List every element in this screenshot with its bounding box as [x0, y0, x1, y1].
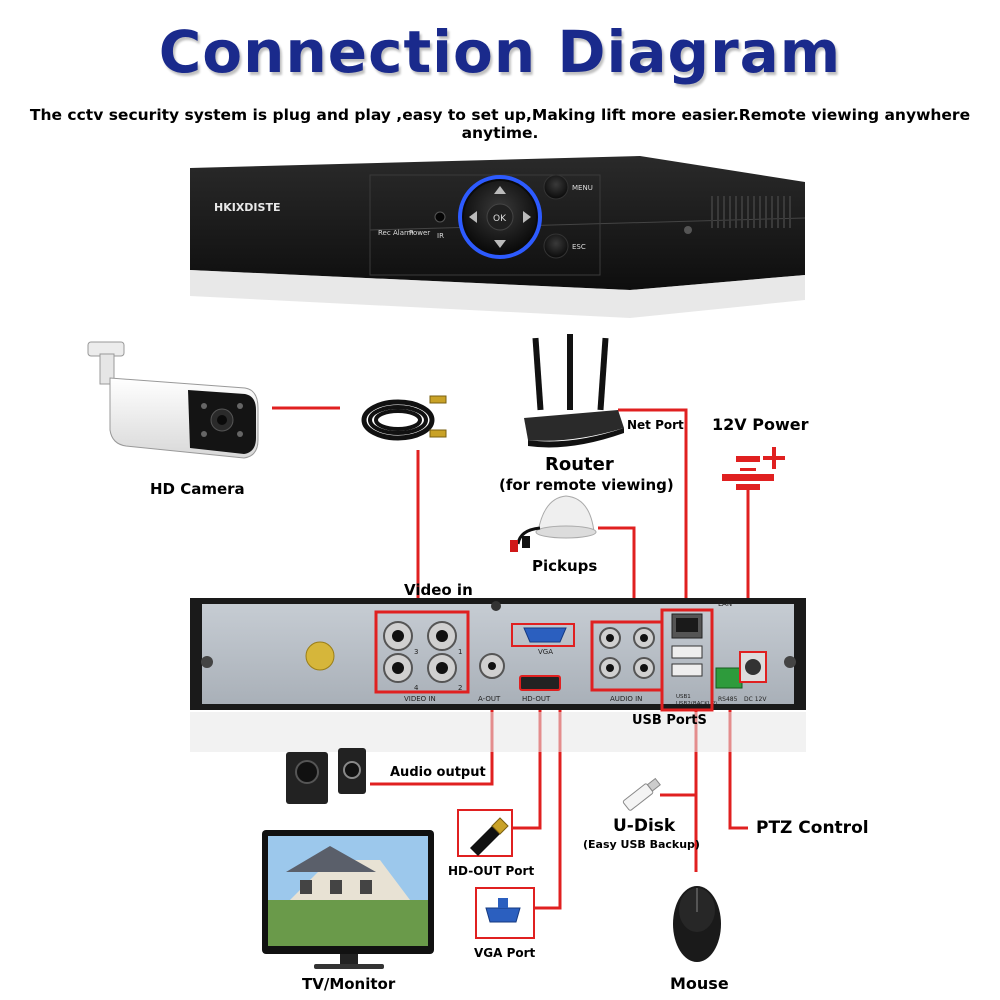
page-subtitle: The cctv security system is plug and pla… [29, 106, 971, 142]
ir-sensor-icon [434, 211, 446, 223]
usb-port-icon [671, 645, 703, 659]
svg-text:Alarm: Alarm [393, 229, 414, 237]
rs485-terminal-icon [715, 667, 743, 689]
label-mouse: Mouse [670, 974, 729, 993]
bnc-video-inputs-icon [374, 610, 470, 694]
label-router: Router [545, 454, 614, 475]
dvr-back-panel: 3 1 4 2 VIDEO IN A-OUT HD-OUT VGA AUDIO … [190, 598, 806, 752]
svg-text:Power: Power [409, 229, 430, 237]
svg-text:A-OUT: A-OUT [478, 695, 501, 703]
svg-text:ESC: ESC [572, 243, 586, 251]
svg-text:OK: OK [493, 214, 507, 224]
qc-sticker-icon [305, 641, 335, 671]
label-usb-ports: USB PortS [632, 713, 707, 728]
svg-text:RS485: RS485 [718, 696, 738, 703]
speakers-icon [286, 748, 366, 804]
label-net-port: Net Port [627, 418, 684, 432]
label-video-in: Video in [404, 581, 473, 599]
dvr-brand: HKIXDISTE [214, 201, 280, 214]
label-router-sub: (for remote viewing) [499, 476, 674, 494]
audio-in-ports-icon [590, 620, 664, 692]
label-u-disk: U-Disk [613, 816, 676, 836]
svg-text:VGA: VGA [538, 648, 553, 656]
tv-monitor-icon [262, 830, 434, 969]
svg-text:IR: IR [437, 232, 444, 240]
router-icon [524, 334, 624, 448]
dvr-led-labels: Rec Alarm Power [378, 229, 430, 237]
power-supply-icon [722, 447, 785, 490]
svg-text:4: 4 [414, 684, 419, 692]
svg-text:LAN: LAN [718, 600, 732, 608]
svg-text:3: 3 [414, 648, 418, 656]
svg-text:USB2(BACKUP): USB2(BACKUP) [676, 701, 717, 707]
svg-text:USB1: USB1 [676, 694, 691, 700]
mouse-icon [673, 886, 721, 962]
dvr-front-unit: HKIXDISTE Rec Alarm Power IR OK MENU ESC [190, 156, 806, 318]
pickup-microphone-icon [510, 495, 597, 552]
svg-text:AUDIO IN: AUDIO IN [610, 695, 642, 703]
label-hd-camera: HD Camera [150, 480, 245, 498]
hdmi-port-icon [519, 675, 561, 691]
svg-text:VIDEO IN: VIDEO IN [404, 695, 436, 703]
label-12v-power: 12V Power [712, 415, 809, 434]
label-hd-out-port: HD-OUT Port [448, 864, 535, 878]
label-tv-monitor: TV/Monitor [302, 975, 396, 993]
svg-text:2: 2 [458, 684, 462, 692]
page-title: Connection Diagram [158, 18, 842, 86]
vga-cable-icon [475, 887, 535, 939]
label-vga-port: VGA Port [474, 946, 536, 960]
hd-camera-icon [87, 341, 259, 459]
label-audio-output: Audio output [390, 765, 486, 780]
label-ptz-control: PTZ Control [756, 818, 869, 838]
label-pickups: Pickups [532, 557, 598, 575]
svg-text:DC 12V: DC 12V [744, 696, 767, 703]
label-u-disk-sub: (Easy USB Backup) [583, 838, 700, 851]
vent-grille-icon [711, 196, 791, 228]
menu-button-icon [543, 174, 569, 200]
usb-stick-icon [622, 777, 661, 811]
svg-text:Rec: Rec [378, 229, 391, 237]
esc-button-icon [543, 233, 569, 259]
svg-text:MENU: MENU [572, 184, 593, 192]
hdmi-cable-icon [457, 809, 513, 857]
direction-pad-icon: OK [458, 175, 542, 259]
svg-text:1: 1 [458, 648, 462, 656]
vga-port-icon [523, 627, 567, 643]
coax-cable-icon [361, 395, 447, 441]
svg-text:HD-OUT: HD-OUT [522, 695, 551, 703]
